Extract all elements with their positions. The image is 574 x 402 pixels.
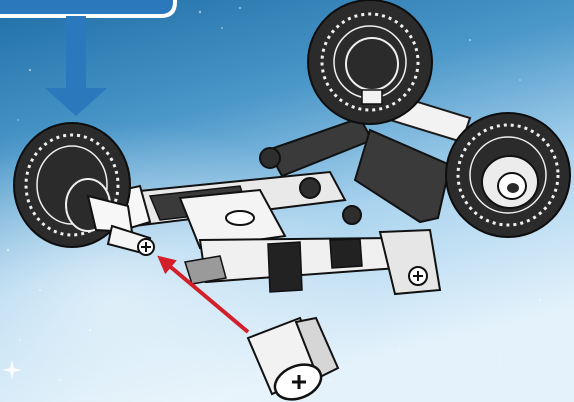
wheel-rear-left [308, 0, 432, 124]
callout-box [0, 0, 175, 16]
wheel-rear-right [446, 113, 570, 237]
